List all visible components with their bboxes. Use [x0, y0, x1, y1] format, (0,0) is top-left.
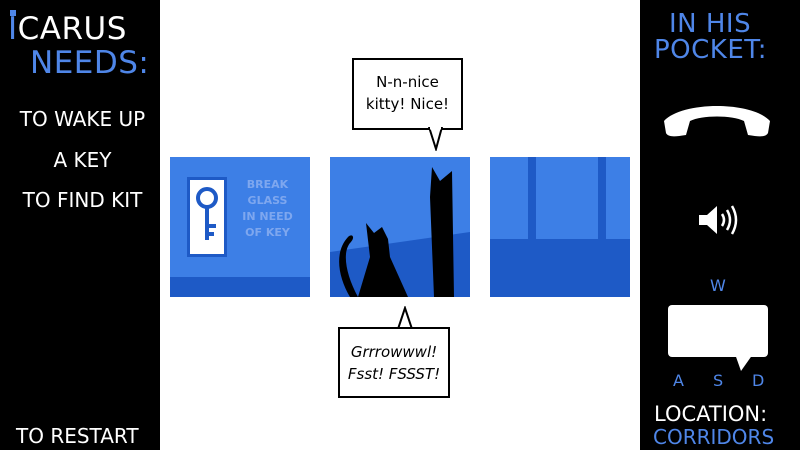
- need-item-find-kit: TO FIND KIT: [22, 188, 143, 212]
- sign-line: GLASS: [247, 194, 288, 207]
- key-icon: [196, 187, 218, 240]
- speech-line: kitty! Nice!: [365, 95, 450, 113]
- break-glass-sign: BREAK GLASS IN NEED OF KEY: [235, 177, 300, 241]
- phone-icon[interactable]: [662, 103, 772, 139]
- key-a[interactable]: A: [673, 371, 684, 390]
- key-cabinet: [187, 177, 227, 257]
- speaker-icon[interactable]: [697, 203, 741, 237]
- need-item-key: A KEY: [53, 148, 112, 172]
- door-frame-left: [528, 157, 536, 247]
- objectives-sidebar: ICARUS NEEDS: TO WAKE UP A KEY TO FIND K…: [0, 0, 160, 450]
- pocket-title-line1: IN HIS: [669, 9, 752, 39]
- comic-panel-1: BREAK GLASS IN NEED OF KEY: [170, 157, 310, 297]
- corridor-floor: [490, 239, 630, 297]
- sign-line: IN NEED: [242, 210, 293, 223]
- title-initial: I: [8, 11, 18, 47]
- key-s[interactable]: S: [713, 371, 724, 390]
- speech-line: Grrrowwwl!: [350, 343, 438, 361]
- speech-bubble-tail: [428, 127, 444, 151]
- inventory-sidebar: [640, 0, 800, 450]
- speech-line: N-n-nice: [376, 73, 439, 91]
- key-d[interactable]: D: [752, 371, 765, 390]
- cat-scene: [330, 167, 470, 297]
- door-frame-right: [598, 157, 606, 247]
- key-w[interactable]: W: [710, 276, 726, 295]
- pocket-title-line2: POCKET:: [654, 35, 768, 65]
- location-value: CORRIDORS: [653, 425, 775, 449]
- need-item-wake-up: TO WAKE UP: [19, 107, 146, 131]
- sign-line: BREAK: [246, 178, 289, 191]
- speech-bubble-bottom: Grrrowwwl! Fsst! FSSST!: [338, 327, 450, 398]
- comic-panel-2: [330, 157, 470, 297]
- title-word-icarus: CARUS: [17, 11, 127, 47]
- comic-panel-3: [490, 157, 630, 297]
- cat-icon: [339, 167, 454, 297]
- title-word-needs: NEEDS:: [30, 45, 150, 81]
- speech-bubble-icon[interactable]: [667, 304, 769, 372]
- speech-bubble-top: N-n-nice kitty! Nice!: [352, 58, 463, 130]
- speech-line: Fsst! FSSST!: [347, 365, 441, 383]
- sign-line: OF KEY: [245, 226, 290, 239]
- title-initial-marker: [10, 10, 16, 16]
- panel-floor: [170, 277, 310, 297]
- restart-button[interactable]: TO RESTART: [16, 424, 139, 448]
- location-label: LOCATION:: [654, 402, 768, 426]
